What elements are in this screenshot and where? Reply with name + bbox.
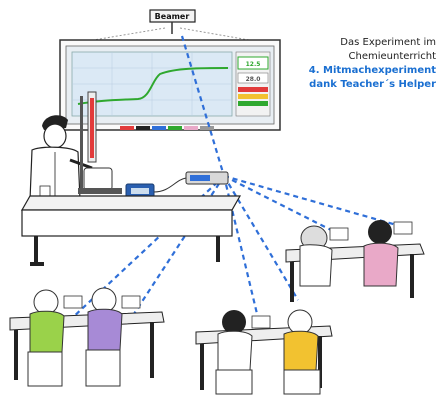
projector: Beamer xyxy=(149,9,196,34)
caption-line-2: Chemieunterricht xyxy=(348,51,436,62)
caption-line-3: 4. Mitmachexperiment xyxy=(308,65,436,76)
lab-stand xyxy=(39,91,122,199)
student-desk-left xyxy=(9,287,165,387)
projector-label: Beamer xyxy=(155,12,190,21)
student-desk-right xyxy=(285,220,425,302)
screen-curve xyxy=(77,67,229,105)
caption-line-4: dank Teacher´s Helper xyxy=(309,79,436,90)
readout-secondary: 28.0 xyxy=(246,76,261,83)
projection-screen: 12.5 28.0 xyxy=(59,39,281,131)
caption-line-1: Das Experiment im xyxy=(340,37,436,48)
readout-green: 12.5 xyxy=(246,61,261,68)
student-desk-bottom xyxy=(195,309,333,395)
teacher-table xyxy=(20,195,242,266)
